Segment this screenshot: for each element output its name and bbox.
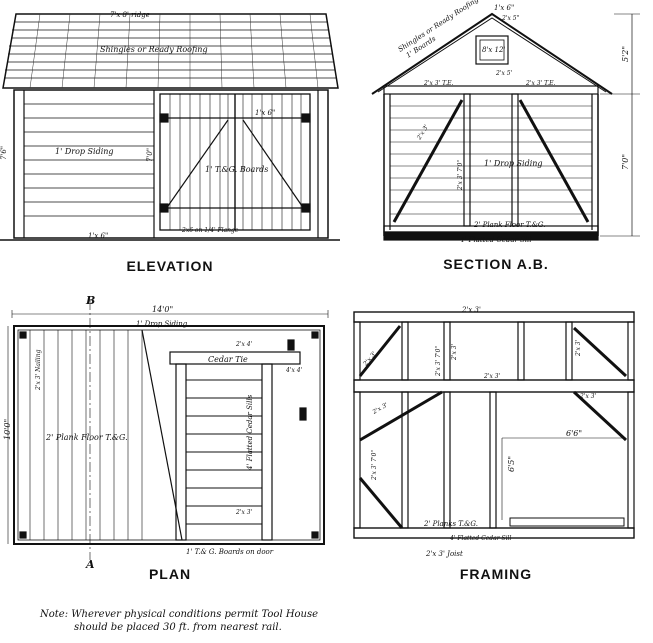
- framing-right-label: 2'x 3': [575, 339, 582, 357]
- section-vent-label: 8'x 12': [482, 46, 505, 54]
- section-siding: [390, 105, 592, 215]
- plan-caption: PLAN: [148, 566, 192, 582]
- note-line-1: Note: Wherever physical conditions permi…: [40, 609, 319, 620]
- elevation-roofing-label: Shingles or Ready Roofing: [100, 45, 208, 54]
- plan-labels: 14'0" 10'0" 1' Drop Siding 2' Plank Floo…: [3, 294, 303, 571]
- drop-siding-left: [24, 103, 154, 217]
- framing-labels: 2'x 3' 2'x 3' 7'0" 2'x 3' 2'x 3' 2'x 3' …: [362, 306, 597, 558]
- plan-cedar-sills-label: 4' Flatted Cedar Sills: [246, 394, 254, 471]
- elevation-height-door: 7'0": [146, 148, 154, 162]
- plan-door-boards-label: 1' T.& G. Boards on door: [186, 548, 274, 556]
- framing-caption: FRAMING: [459, 566, 533, 582]
- section-rafter-label: 2'x 5': [495, 70, 513, 77]
- framing-joist-label: 2'x 3' Joist: [425, 550, 463, 558]
- framing-opening-h-label: 6'5": [507, 456, 516, 472]
- section-floor-label: 2' Plank Floor T.&G.: [473, 221, 545, 229]
- section-stud-label: 2'x 3' 7'0": [457, 160, 464, 191]
- framing-stud-upper-label: 2'x 3' 7'0": [435, 346, 442, 377]
- elevation-siding-label: 1' Drop Siding: [55, 147, 114, 156]
- elevation-labels: 7'x 8' ridge Shingles or Ready Roofing 1…: [0, 11, 275, 240]
- section-dim-upper: 5'2": [621, 46, 630, 62]
- section-plate-right: 2'x 3' T.E.: [525, 80, 556, 87]
- framing-sill-label: 4' Flatted Cedar Sill: [449, 535, 511, 542]
- plan-width-dim: 14'0": [152, 305, 173, 314]
- plan-siding-label: 1' Drop Siding: [136, 320, 188, 328]
- section-siding-label: 1' Drop Siding: [484, 159, 543, 168]
- elevation-trim-label: 1'x 6": [88, 232, 108, 240]
- plan-small-b: 4'x 4': [285, 367, 303, 374]
- plan-drawing: [7, 300, 329, 560]
- elevation-brace-label: 1'x 6": [255, 109, 275, 117]
- section-drawing: [371, 12, 640, 241]
- note-line-2: should be placed 30 ft. from nearest rai…: [74, 622, 282, 633]
- plan-floor-planks: [29, 330, 143, 540]
- double-door: [159, 93, 311, 231]
- section-caption: SECTION A.B.: [443, 256, 549, 272]
- framing-upper-studs: [353, 321, 635, 381]
- plan-depth-dim: 10'0": [3, 419, 12, 440]
- framing-opening-w-label: 6'6": [566, 429, 582, 438]
- plan-nailing-label: 2'x 3' Nailing: [35, 349, 42, 391]
- section-dim-lower: 7'0": [621, 154, 630, 170]
- elevation-hinge-label: 2x6 on 1/4' Flange: [181, 227, 239, 234]
- plan-stud-label: 2'x 3': [235, 509, 253, 516]
- elevation-drawing: [0, 13, 340, 241]
- elevation-boards-label: 1' T.&G. Boards: [205, 165, 268, 174]
- note-text: Note: Wherever physical conditions permi…: [40, 608, 340, 634]
- framing-stud-upper2-label: 2'x 3': [451, 343, 458, 361]
- plan-cedar-tie-label: Cedar Tie: [208, 355, 248, 364]
- elevation-height-left: 7'6": [0, 146, 8, 160]
- section-labels: Shingles or Ready Roofing 1' Boards 1'x …: [397, 0, 630, 244]
- section-sill-label: 4' Flatted Cedar Sill: [459, 236, 532, 244]
- section-ridge-label: 1'x 6": [494, 4, 514, 12]
- plan-floor-joists: [186, 379, 262, 525]
- section-plate-left: 2'x 3' T.E.: [423, 80, 454, 87]
- framing-left-brace-label: 2'x 3': [371, 401, 390, 416]
- elevation-ridge-label: 7'x 8' ridge: [110, 11, 150, 19]
- framing-drawing: [353, 311, 635, 539]
- elevation-caption: ELEVATION: [126, 258, 214, 274]
- section-ridge2-label: 2'x 5": [501, 15, 520, 22]
- section-brace-label: 2'x 3': [415, 123, 430, 142]
- framing-planks-label: 2' Planks T.&G.: [423, 520, 478, 528]
- framing-small-label: 2'x 3': [579, 393, 597, 400]
- plan-section-mark-top: B: [85, 294, 95, 307]
- section-roofing-label: Shingles or Ready Roofing: [397, 0, 481, 54]
- framing-top-plate-label: 2'x 3': [461, 306, 481, 314]
- plan-section-mark-bottom: A: [85, 558, 95, 571]
- framing-header-label: 2'x 3': [483, 373, 501, 380]
- roof-shingles: [4, 21, 337, 79]
- plan-small-a: 2'x 4': [235, 341, 253, 348]
- framing-stud-lower-label: 2'x 3' 7'0": [371, 450, 378, 481]
- plan-floor-label: 2' Plank Floor T.&G.: [45, 433, 128, 442]
